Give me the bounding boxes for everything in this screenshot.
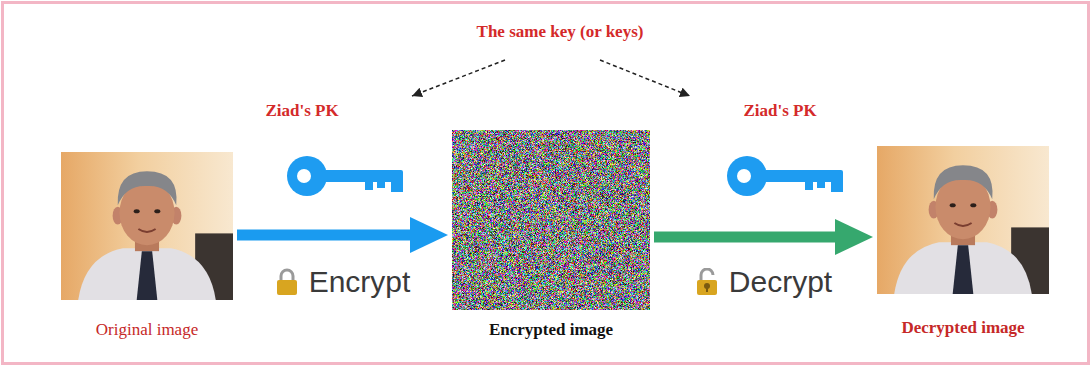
portrait-photo (61, 152, 233, 300)
original-image: Original image (61, 152, 233, 340)
flow-arrow (237, 230, 410, 241)
dashed-pointer (412, 60, 505, 96)
lock-shackle (281, 270, 293, 281)
image-caption: Original image (96, 320, 198, 340)
key-label: Ziad's PK (743, 101, 816, 121)
lock-shackle (701, 269, 713, 281)
lock-icon (695, 268, 719, 296)
edge-label-group: Decrypt (695, 265, 832, 300)
image-caption: Encrypted image (489, 320, 613, 340)
eye (134, 209, 140, 213)
edge-label: Encrypt (309, 265, 411, 300)
dashed-pointer (600, 60, 690, 96)
flow-arrow (654, 232, 835, 243)
edge-label: Decrypt (729, 265, 832, 300)
photo-background (61, 152, 233, 300)
keyhole (706, 287, 708, 292)
image-caption: Decrypted image (901, 318, 1024, 338)
key-icon (287, 156, 403, 196)
smile (954, 223, 971, 226)
lock-body (697, 280, 717, 295)
lock-icon (275, 268, 299, 296)
hair (118, 171, 177, 205)
tie (953, 245, 974, 294)
tie (137, 251, 158, 300)
eye (950, 203, 956, 207)
shirt (894, 242, 1032, 294)
hair (934, 165, 993, 199)
key-note: The same key (or keys) (477, 22, 644, 42)
portrait-photo (877, 146, 1049, 294)
lock-body (277, 280, 297, 295)
smile (138, 229, 155, 232)
eye (154, 209, 160, 213)
decrypted-image: Decrypted image (877, 146, 1049, 338)
photo-background (877, 146, 1049, 294)
shirt (78, 248, 216, 300)
noise-image (452, 130, 650, 310)
encrypted-image: Encrypted image (452, 130, 650, 340)
key-label: Ziad's PK (265, 101, 338, 121)
key-icon (727, 156, 843, 196)
eye (970, 203, 976, 207)
edge-label-group: Encrypt (275, 265, 411, 300)
